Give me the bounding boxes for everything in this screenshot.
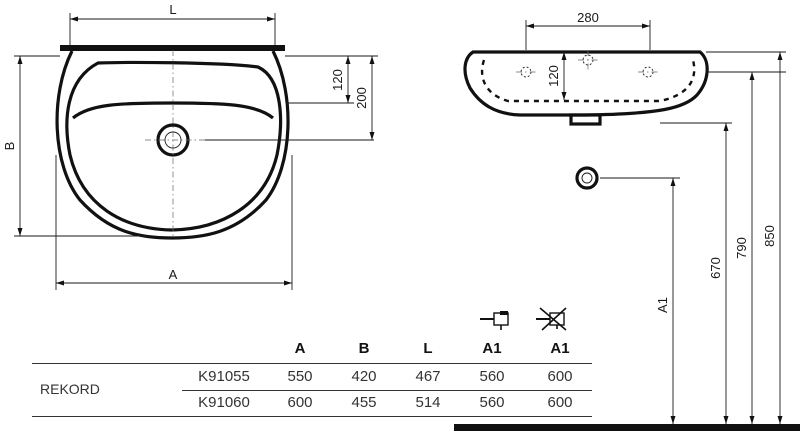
table-row: K91060 600 455 514 560 600 xyxy=(32,390,592,416)
wall-mount-bar xyxy=(60,45,285,51)
dim-label-A: A xyxy=(169,267,178,282)
header-A: A xyxy=(294,340,306,357)
dim-280: 280 xyxy=(577,10,599,25)
basin-bowl xyxy=(65,60,283,232)
dim-120-side: 120 xyxy=(546,65,561,87)
value-A1-without-drain: 600 xyxy=(547,368,573,385)
dim-120-front: 120 xyxy=(330,69,345,91)
dim-A1-side: A1 xyxy=(655,297,670,313)
header-A1-with-drain: A1 xyxy=(482,340,502,357)
basin-outline xyxy=(55,50,290,240)
side-view: 280 120 xyxy=(454,10,800,431)
table-divider-bottom xyxy=(32,416,592,417)
product-code: K91060 xyxy=(198,394,250,411)
header-A1-without-drain: A1 xyxy=(550,340,570,357)
value-L: 514 xyxy=(415,394,441,411)
tap-hole-left xyxy=(516,66,536,78)
dimensions-table: A B L A1 A1 REKORD K91055 550 420 467 56… xyxy=(32,336,592,417)
series-name: REKORD xyxy=(40,381,100,397)
value-A: 550 xyxy=(287,368,313,385)
dim-label-L: L xyxy=(169,2,176,17)
dim-200-front: 200 xyxy=(354,87,369,109)
table-divider-top xyxy=(32,363,592,364)
basin-side-drain xyxy=(569,113,602,126)
siphon-with-drain-icon xyxy=(480,311,509,330)
value-B: 455 xyxy=(351,394,377,411)
header-L: L xyxy=(423,340,433,357)
dim-850: 850 xyxy=(762,225,777,247)
product-code: K91055 xyxy=(198,368,250,385)
front-view: L B A 120 xyxy=(2,2,378,290)
dim-670: 670 xyxy=(708,257,723,279)
floor-line xyxy=(454,424,800,431)
value-B: 420 xyxy=(351,368,377,385)
value-A1-without-drain: 600 xyxy=(547,394,573,411)
table-divider-middle xyxy=(182,390,592,391)
header-B: B xyxy=(358,340,370,357)
siphon-crossed-out-icon xyxy=(536,307,567,331)
value-L: 467 xyxy=(415,368,441,385)
value-A1-with-drain: 560 xyxy=(479,394,505,411)
siphon-outer xyxy=(575,166,599,190)
value-A: 600 xyxy=(287,394,313,411)
tap-hole-right xyxy=(638,66,658,78)
basin-shelf xyxy=(71,101,275,120)
basin-side-outline xyxy=(463,50,709,117)
table-row: K91055 550 420 467 560 600 xyxy=(32,364,592,390)
dim-790: 790 xyxy=(734,237,749,259)
siphon-inner xyxy=(581,172,593,184)
tap-hole-center xyxy=(578,50,598,70)
value-A1-with-drain: 560 xyxy=(479,368,505,385)
table-header-row: A B L A1 A1 xyxy=(32,336,592,362)
dim-label-B: B xyxy=(2,142,17,151)
